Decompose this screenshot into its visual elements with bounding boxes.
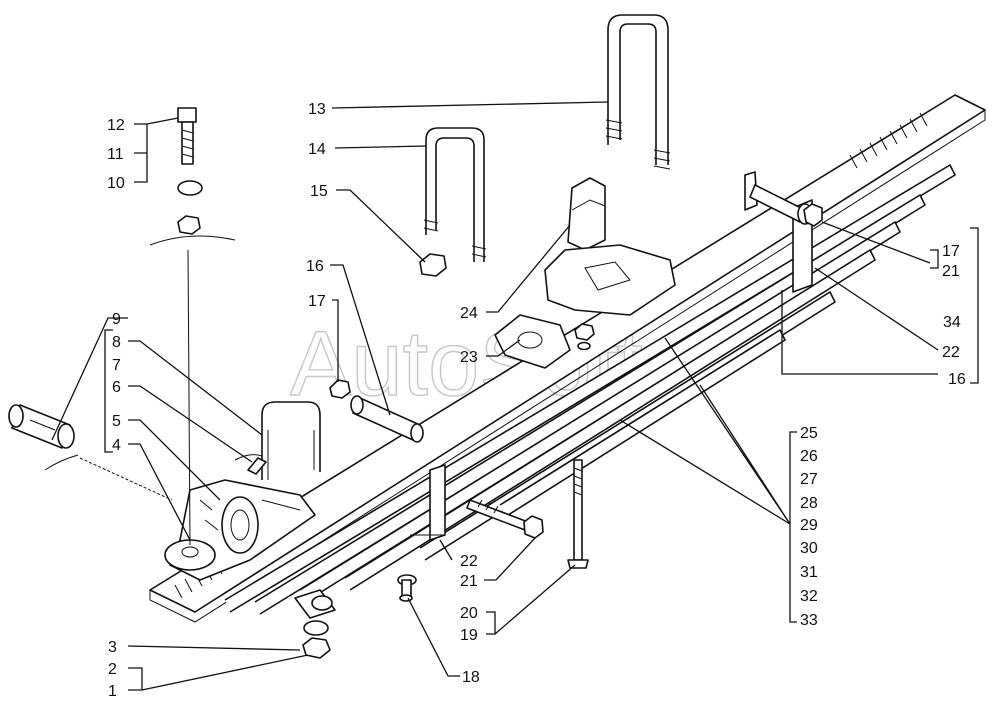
callout-30: 30	[800, 540, 818, 557]
callout-32: 32	[800, 588, 818, 605]
callout-34: 34	[943, 314, 961, 331]
callout-22-center: 22	[460, 553, 478, 570]
washer-seat	[577, 341, 591, 351]
callout-2: 2	[108, 661, 117, 678]
center-bolt	[466, 499, 544, 539]
callout-21-right: 21	[942, 263, 960, 280]
callout-8: 8	[112, 334, 121, 351]
callout-14: 14	[308, 141, 326, 158]
top-bolt	[177, 107, 197, 165]
callout-23: 23	[460, 349, 478, 366]
grease-arc	[234, 454, 263, 461]
pin-dash-line	[79, 457, 173, 501]
callout-7: 7	[112, 357, 121, 374]
callout-27: 27	[800, 471, 818, 488]
callout-24: 24	[460, 305, 478, 322]
callout-11: 11	[107, 146, 124, 163]
callout-33: 33	[800, 612, 818, 629]
callout-20: 20	[460, 605, 478, 622]
spring-bracket	[164, 479, 316, 581]
shackle-pin-16	[350, 395, 424, 443]
leader-lines	[51, 101, 979, 691]
callout-18: 18	[462, 669, 480, 686]
callout-16-right: 16	[948, 371, 966, 388]
spring-seat	[544, 177, 676, 316]
callout-labels: 12 11 10 13 14 15 16 17 24 23 9 8 7 6 5 …	[107, 101, 966, 700]
grease-nipple	[247, 457, 267, 475]
callout-12: 12	[107, 117, 125, 134]
callout-21-center: 21	[460, 573, 478, 590]
callout-3: 3	[108, 639, 117, 656]
medium-u-bolt	[423, 127, 487, 262]
callout-17-left: 17	[308, 293, 326, 310]
top-bolt-arc	[149, 235, 236, 246]
callout-6: 6	[112, 379, 121, 396]
rivet	[397, 574, 417, 602]
callout-25: 25	[800, 425, 818, 442]
seat-pad	[494, 314, 571, 369]
bottom-fasteners	[294, 589, 336, 659]
shackle-pin-arc	[44, 454, 79, 471]
callout-16-left: 16	[306, 258, 324, 275]
small-u-bolt	[261, 401, 321, 480]
callout-19: 19	[460, 627, 478, 644]
shackle-pin	[8, 404, 75, 449]
large-u-bolt	[605, 14, 671, 170]
callout-31: 31	[800, 564, 818, 581]
callout-9: 9	[112, 311, 121, 328]
leaf-spring	[149, 94, 986, 623]
callout-17-right: 17	[942, 243, 960, 260]
callout-1: 1	[108, 683, 117, 700]
nut-seat	[574, 323, 595, 341]
spring-washer	[177, 180, 203, 196]
bolt-center-line	[187, 249, 191, 546]
callout-22-right: 22	[942, 344, 960, 361]
callout-28: 28	[800, 495, 818, 512]
callout-15: 15	[310, 183, 328, 200]
callout-10: 10	[107, 175, 125, 192]
callout-5: 5	[112, 413, 121, 430]
center-clamp	[429, 464, 446, 541]
nut-15	[419, 253, 447, 277]
callout-4: 4	[112, 437, 121, 454]
callout-13: 13	[308, 101, 326, 118]
callout-26: 26	[800, 448, 818, 465]
callout-29: 29	[800, 517, 818, 534]
top-nut	[177, 215, 201, 235]
right-clamp	[744, 171, 823, 293]
